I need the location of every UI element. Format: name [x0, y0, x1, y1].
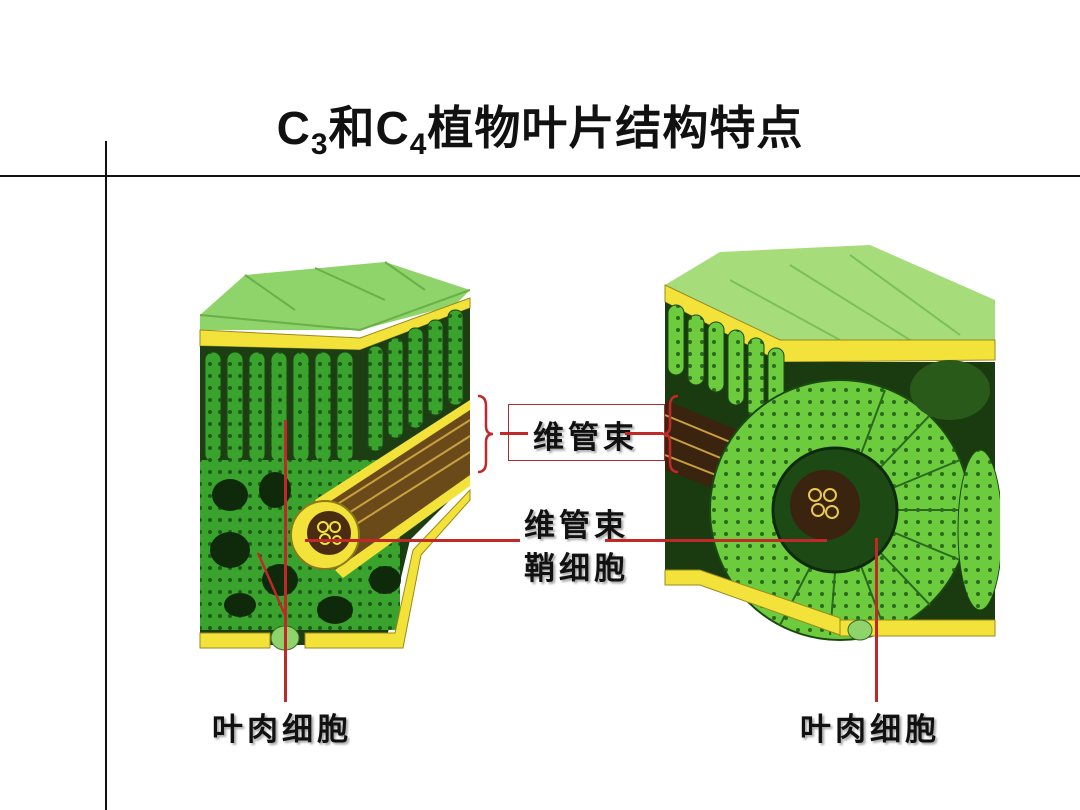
slide-title: C3和C4植物叶片结构特点	[276, 102, 804, 161]
bundle-sheath-label-line2: 鞘细胞	[524, 551, 629, 587]
slide-divider-vertical	[105, 141, 107, 810]
vascular-bundle-leader-right	[625, 432, 663, 435]
bundle-sheath-leader-right	[605, 539, 827, 542]
mesophyll-label-left: 叶肉细胞	[212, 712, 352, 748]
title-divider-horizontal	[0, 175, 1080, 177]
mesophyll-leader-left-vertical	[284, 420, 287, 702]
c3-leaf-illustration	[199, 261, 471, 651]
bundle-sheath-label-line1: 维管束	[524, 508, 629, 544]
vascular-bundle-leader-left	[500, 432, 528, 435]
mesophyll-leader-right	[875, 538, 878, 702]
mesophyll-leader-left-diagonal	[256, 552, 287, 616]
mesophyll-label-right: 叶肉细胞	[800, 712, 940, 748]
c4-leaf-illustration	[664, 245, 1000, 641]
vascular-bundle-label-box	[508, 404, 665, 461]
right-brace	[662, 394, 679, 474]
vascular-bundle-label: 维管束	[533, 420, 638, 456]
left-brace	[477, 394, 494, 474]
bundle-sheath-leader-left	[305, 539, 520, 542]
